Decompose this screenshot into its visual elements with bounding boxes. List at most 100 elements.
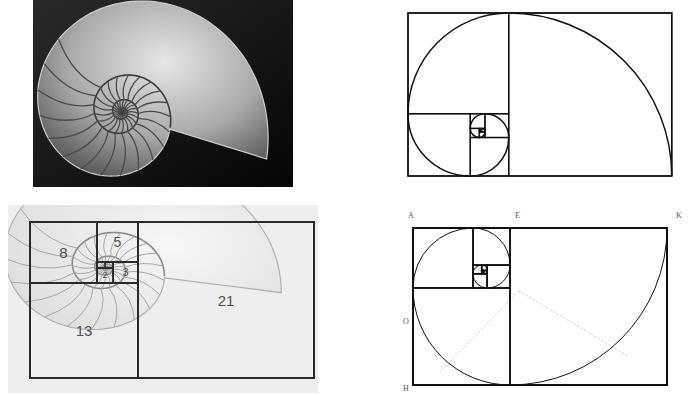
shell-septum xyxy=(124,100,128,108)
shell-septum xyxy=(123,75,128,100)
shell-septum xyxy=(120,109,122,111)
shell-septum xyxy=(44,64,96,96)
spiral-arc xyxy=(479,131,480,132)
shell-septum xyxy=(120,133,125,175)
shell-septum xyxy=(121,114,123,119)
golden-square xyxy=(487,265,510,288)
shell-septum xyxy=(120,109,121,111)
golden-square xyxy=(510,228,667,385)
golden-spiral xyxy=(408,13,672,176)
shell-septum xyxy=(45,284,86,317)
shell-whorl xyxy=(72,233,164,289)
fibonacci-number: 8 xyxy=(59,245,67,260)
fibonacci-number: 3 xyxy=(122,267,128,278)
shell-septum xyxy=(38,90,94,106)
golden-square xyxy=(408,114,470,176)
shell-septum xyxy=(135,91,161,105)
spiral-arc xyxy=(473,274,487,288)
shell-septum xyxy=(115,119,120,133)
shell-septum xyxy=(122,100,124,108)
point-letter: E xyxy=(515,212,520,220)
point-letter: O xyxy=(403,318,409,326)
shell-septum xyxy=(132,82,151,102)
shell-septum xyxy=(111,233,121,256)
spiral-arc xyxy=(510,228,667,385)
shell-septum xyxy=(127,114,138,118)
point-letter: A xyxy=(408,212,414,220)
shell-septum xyxy=(125,263,163,267)
shell-septum xyxy=(92,289,104,330)
shell-septum xyxy=(75,270,96,274)
shell-septum xyxy=(132,128,153,160)
shell-septum xyxy=(72,265,94,268)
fibonacci-number: 21 xyxy=(218,293,235,308)
shell-septum xyxy=(119,110,121,111)
spiral-arc xyxy=(408,13,509,114)
shell-septum xyxy=(77,249,96,262)
spiral-arc xyxy=(485,114,509,138)
shell-septum xyxy=(102,257,105,264)
shell-septum xyxy=(120,243,148,259)
spiral-arc xyxy=(413,288,510,385)
fibonacci-square: 13 xyxy=(29,282,139,379)
shell-septum xyxy=(127,131,138,170)
point-letter: H xyxy=(403,385,409,393)
golden-square xyxy=(482,265,487,270)
shell-septum xyxy=(136,124,164,147)
construction-line xyxy=(440,291,519,372)
shell-septum xyxy=(122,119,124,133)
shell-septum xyxy=(8,259,72,268)
point-letter: K xyxy=(676,212,682,220)
golden-square xyxy=(479,131,480,132)
golden-square xyxy=(408,13,509,114)
golden-square xyxy=(470,114,485,129)
golden-rectangle xyxy=(408,13,672,176)
fibonacci-square: 3 xyxy=(112,261,139,284)
shell-septum xyxy=(109,118,118,131)
shell-whorl xyxy=(94,75,171,133)
shell-septum xyxy=(96,96,113,106)
spiral-arc xyxy=(482,265,487,270)
golden-square xyxy=(473,228,510,265)
shell-septum xyxy=(137,102,167,109)
golden-square xyxy=(509,13,672,176)
nautilus-photo xyxy=(38,1,268,176)
shell-septum xyxy=(40,113,95,120)
shell-septum xyxy=(120,100,122,108)
golden-spiral xyxy=(413,228,667,385)
golden-square xyxy=(480,130,482,132)
shell-septum xyxy=(128,77,140,101)
shell-septum xyxy=(79,272,97,280)
golden-square xyxy=(473,265,482,274)
golden-square xyxy=(485,114,509,138)
spiral-arc xyxy=(479,132,485,138)
shell-septum xyxy=(113,110,119,112)
golden-square xyxy=(470,138,508,176)
shell-septum xyxy=(124,277,160,295)
shell-septum xyxy=(104,233,108,256)
nautilus-photo xyxy=(8,205,281,330)
golden-rectangle xyxy=(413,228,667,385)
fibonacci-number: 13 xyxy=(76,323,93,338)
golden-square xyxy=(413,288,510,385)
shell-septum xyxy=(98,115,114,121)
shell-septum xyxy=(81,131,109,169)
shell-septum xyxy=(101,133,116,175)
shell-septum xyxy=(59,39,101,87)
fibonacci-square: 21 xyxy=(137,221,315,379)
shell-center xyxy=(121,110,125,114)
golden-square xyxy=(482,270,483,271)
shell-septum xyxy=(138,119,170,132)
shell-septum xyxy=(113,107,119,110)
spiral-arc xyxy=(473,265,482,274)
spiral-arc xyxy=(482,270,483,271)
shell-septum xyxy=(67,287,93,326)
fibonacci-number: 2 xyxy=(102,271,107,280)
shell-septum xyxy=(103,117,116,127)
shell-septum xyxy=(101,88,115,104)
spiral-arc xyxy=(470,114,485,129)
shell-septum xyxy=(127,116,136,124)
shell-septum xyxy=(94,105,113,110)
